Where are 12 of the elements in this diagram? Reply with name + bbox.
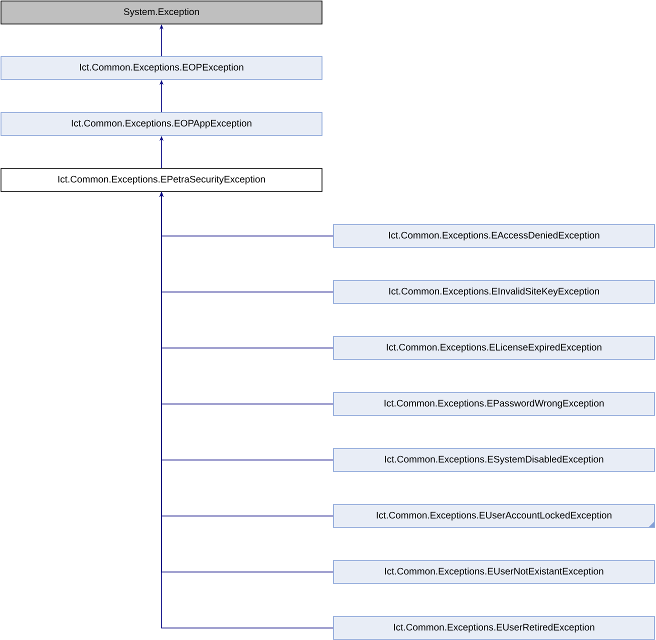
class-box: Ict.Common.Exceptions.EUserNotExistantException [333,560,655,584]
class-box: Ict.Common.Exceptions.EInvalidSiteKeyException [333,280,655,304]
class-box: Ict.Common.Exceptions.EAccessDeniedException [333,224,655,248]
class-box: Ict.Common.Exceptions.ESystemDisabledException [333,448,655,472]
current-class-box: Ict.Common.Exceptions.EPetraSecurityException [0,168,322,192]
class-box: Ict.Common.Exceptions.EUserAccountLockedException [333,504,655,528]
class-box: Ict.Common.Exceptions.EUserRetiredException [333,616,655,640]
class-box: Ict.Common.Exceptions.ELicenseExpiredException [333,336,655,360]
class-box: Ict.Common.Exceptions.EOPAppException [0,112,322,136]
base-class-box: System.Exception [0,0,322,24]
class-box: Ict.Common.Exceptions.EOPException [0,56,322,80]
class-box: Ict.Common.Exceptions.EPasswordWrongException [333,392,655,416]
